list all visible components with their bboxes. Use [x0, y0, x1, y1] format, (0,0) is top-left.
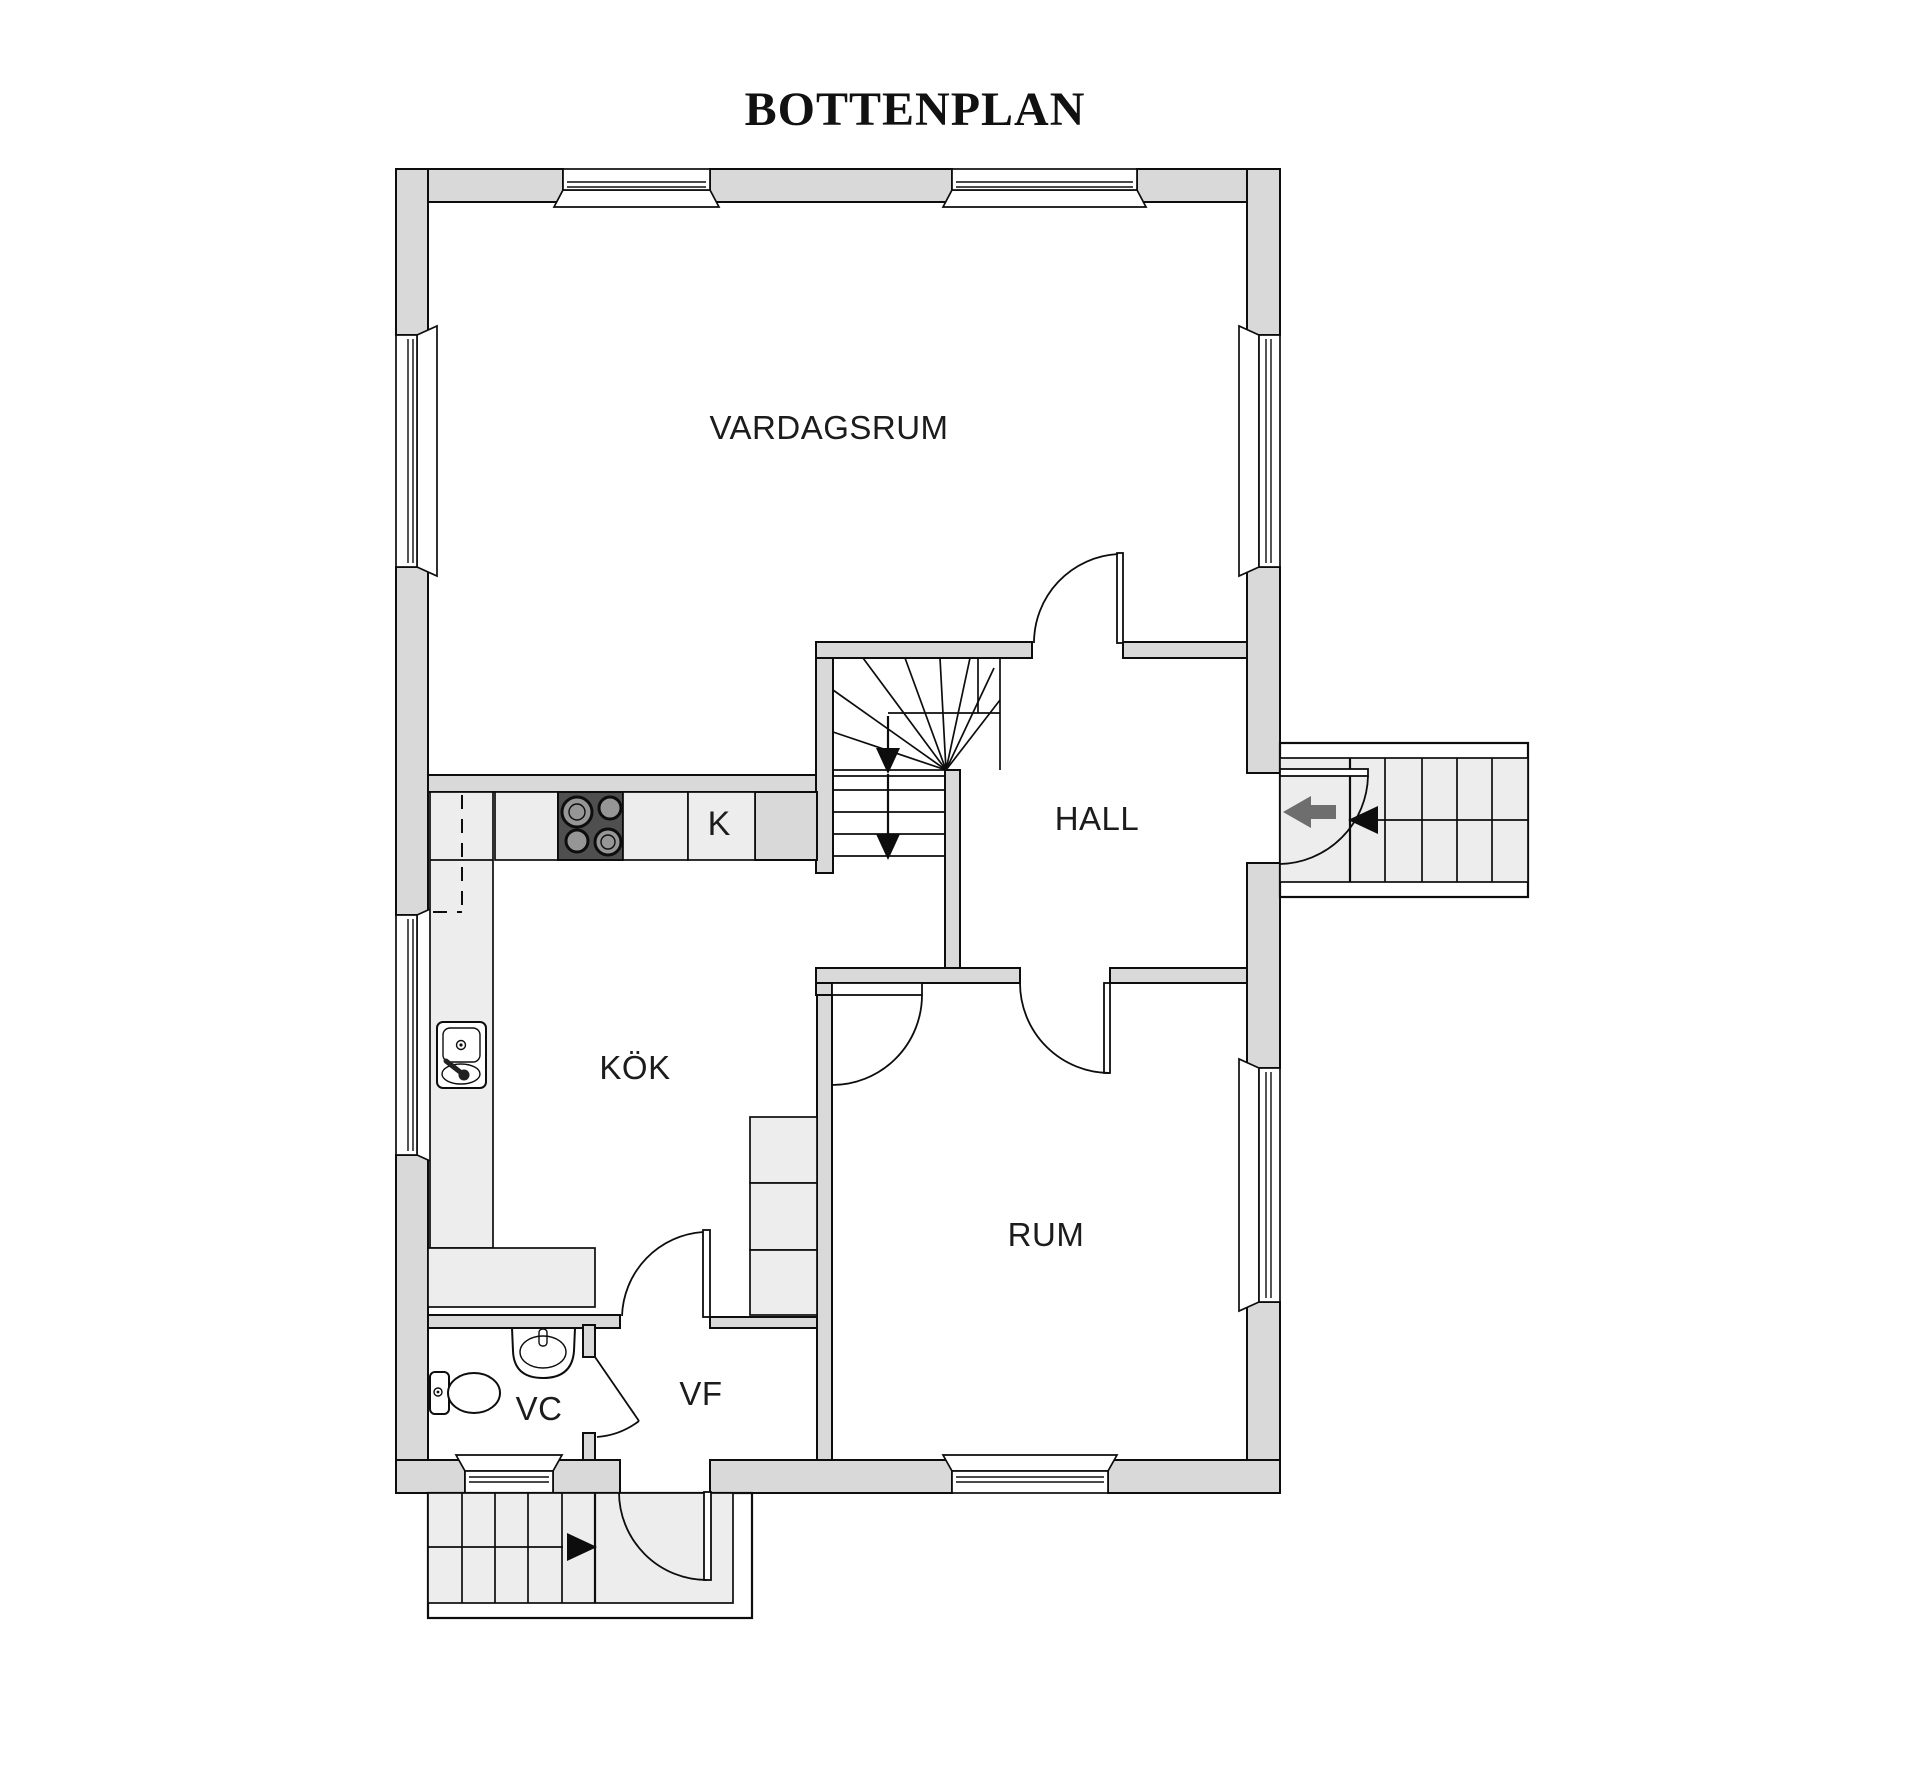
window-frame [951, 168, 1138, 191]
room-label-rum: RUM [1008, 1216, 1085, 1253]
stair-direction-arrow-icon [1348, 806, 1378, 834]
vc-fixtures [429, 1327, 577, 1415]
wall-bottom-a [395, 1459, 466, 1494]
fridge-box [687, 791, 756, 861]
washbasin-icon [510, 1327, 577, 1380]
fridge-label: K [708, 805, 731, 843]
door-vc [594, 1356, 640, 1438]
room-label-kok: KÖK [599, 1049, 670, 1086]
window-sill [454, 1454, 564, 1472]
wall-bottom-b [552, 1459, 621, 1494]
page-title: BOTTENPLAN [745, 83, 1086, 136]
entry-stairs-bottom [426, 1491, 754, 1620]
wall-vc-right-lower [582, 1432, 596, 1461]
interior-walls [427, 641, 1248, 1461]
window-top-2 [941, 168, 1148, 208]
wall-right-d [1246, 1301, 1281, 1461]
kitchen-fittings [427, 791, 818, 1316]
window-sill [552, 189, 721, 208]
window-left-livingroom [395, 324, 438, 578]
wall-kitchen-livingroom [427, 774, 834, 793]
window-sill [416, 324, 438, 578]
room-label-hall: HALL [1055, 800, 1140, 837]
wall-stair-left [815, 641, 834, 874]
stair-down-arrow-icon [876, 748, 900, 774]
wall-right-a [1246, 168, 1281, 336]
window-sill [1238, 324, 1260, 578]
wall-left-a [395, 168, 429, 336]
window-sill [941, 1454, 1119, 1472]
wall-stair-top [815, 641, 1033, 659]
room-label-vf: VF [679, 1375, 722, 1412]
wall-right-b [1246, 566, 1281, 774]
door-kitchen-passage [831, 982, 923, 1086]
toilet-icon [429, 1371, 501, 1415]
window-frame [395, 914, 418, 1156]
room-label-vardagsrum: VARDAGSRUM [709, 409, 948, 446]
wall-vf-top [709, 1316, 818, 1329]
stair-down-arrow-icon [876, 834, 900, 860]
wall-right-c [1246, 862, 1281, 1069]
wall-left-b [395, 566, 429, 916]
wall-rum-left [816, 994, 833, 1461]
kitchen-cabinet [494, 791, 559, 861]
room-label-vc: VC [516, 1390, 563, 1427]
window-sill [941, 189, 1148, 208]
closet-box [749, 1116, 818, 1184]
wall-bottom-d [1107, 1459, 1281, 1494]
window-bottom-vc [454, 1454, 564, 1494]
door-vf-corridor [621, 1229, 711, 1318]
kitchen-cabinet [622, 791, 689, 861]
wall-left-c [395, 1154, 429, 1461]
entry-arrow-icon [1283, 796, 1336, 828]
kitchen-counter-bottom [427, 1247, 596, 1308]
exterior-walls [395, 168, 1281, 1494]
stair-direction-arrow-icon [567, 1533, 597, 1561]
chimney-block [754, 791, 818, 861]
wall-hall-top [1122, 641, 1248, 659]
wall-bottom-c [709, 1459, 953, 1494]
doors [594, 552, 1369, 1581]
window-right-livingroom [1238, 324, 1281, 578]
window-frame [1258, 334, 1281, 568]
window-top-1 [552, 168, 721, 208]
windows [395, 168, 1281, 1494]
door-hall-livingroom [1033, 552, 1124, 644]
closet-box [749, 1182, 818, 1251]
closet-box [749, 1249, 818, 1316]
wall-vc-right-upper [582, 1324, 596, 1358]
wall-hall-bottom-b [1109, 967, 1248, 984]
wall-top-b [709, 168, 953, 203]
window-frame [1258, 1067, 1281, 1303]
wall-door-jamb [815, 982, 833, 996]
entry-stairs-right [1278, 741, 1530, 899]
door-hall-rum [1019, 982, 1111, 1074]
door-main-entry-right [1279, 768, 1369, 865]
wall-stair-right [944, 769, 961, 984]
wall-hall-bottom-a [815, 967, 1021, 984]
interior-stairs [832, 657, 1001, 860]
window-frame [395, 334, 418, 568]
door-main-entry-bottom [618, 1491, 712, 1581]
room-labels: VARDAGSRUM HALL KÖK RUM VC VF K [516, 409, 1140, 1427]
window-sill [1238, 1057, 1260, 1313]
window-bottom-rum [941, 1454, 1119, 1494]
window-frame [562, 168, 711, 191]
sink-icon [436, 1021, 487, 1089]
window-right-rum [1238, 1057, 1281, 1313]
